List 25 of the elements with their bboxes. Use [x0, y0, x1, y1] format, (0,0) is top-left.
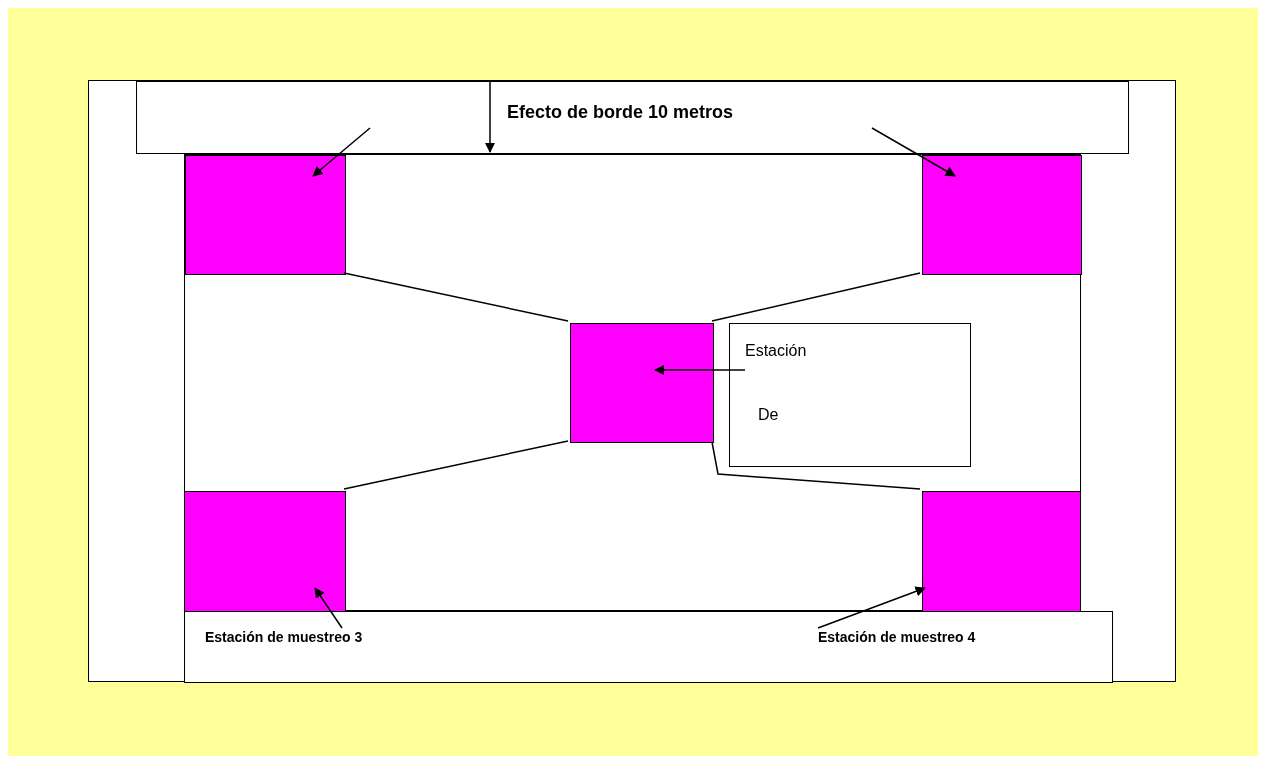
arrow	[312, 127, 371, 177]
arrow	[484, 80, 496, 154]
connector-line	[343, 272, 569, 322]
plot-area	[184, 154, 1081, 611]
label-text: Estación	[745, 342, 807, 360]
arrow	[653, 364, 746, 376]
arrow	[314, 587, 343, 629]
border-band	[184, 611, 1113, 683]
connector-line	[343, 440, 569, 490]
arrow	[817, 586, 926, 629]
sampling-square	[570, 323, 714, 443]
connector-line	[711, 441, 921, 490]
sampling-square	[922, 155, 1082, 275]
border-band	[136, 81, 1129, 154]
area-label: Estación de muestreo 4	[818, 629, 976, 645]
area-label: Estación de muestreo 3	[205, 629, 363, 645]
plot-frame	[88, 80, 1176, 682]
label-text: De	[758, 406, 779, 424]
sampling-square	[922, 491, 1081, 612]
sampling-square	[185, 155, 346, 275]
area-label: Efecto de borde 10 metros	[507, 102, 734, 123]
sampling-square	[184, 491, 346, 612]
label-box	[729, 323, 971, 467]
connector-line	[711, 272, 921, 322]
arrow	[871, 127, 956, 177]
